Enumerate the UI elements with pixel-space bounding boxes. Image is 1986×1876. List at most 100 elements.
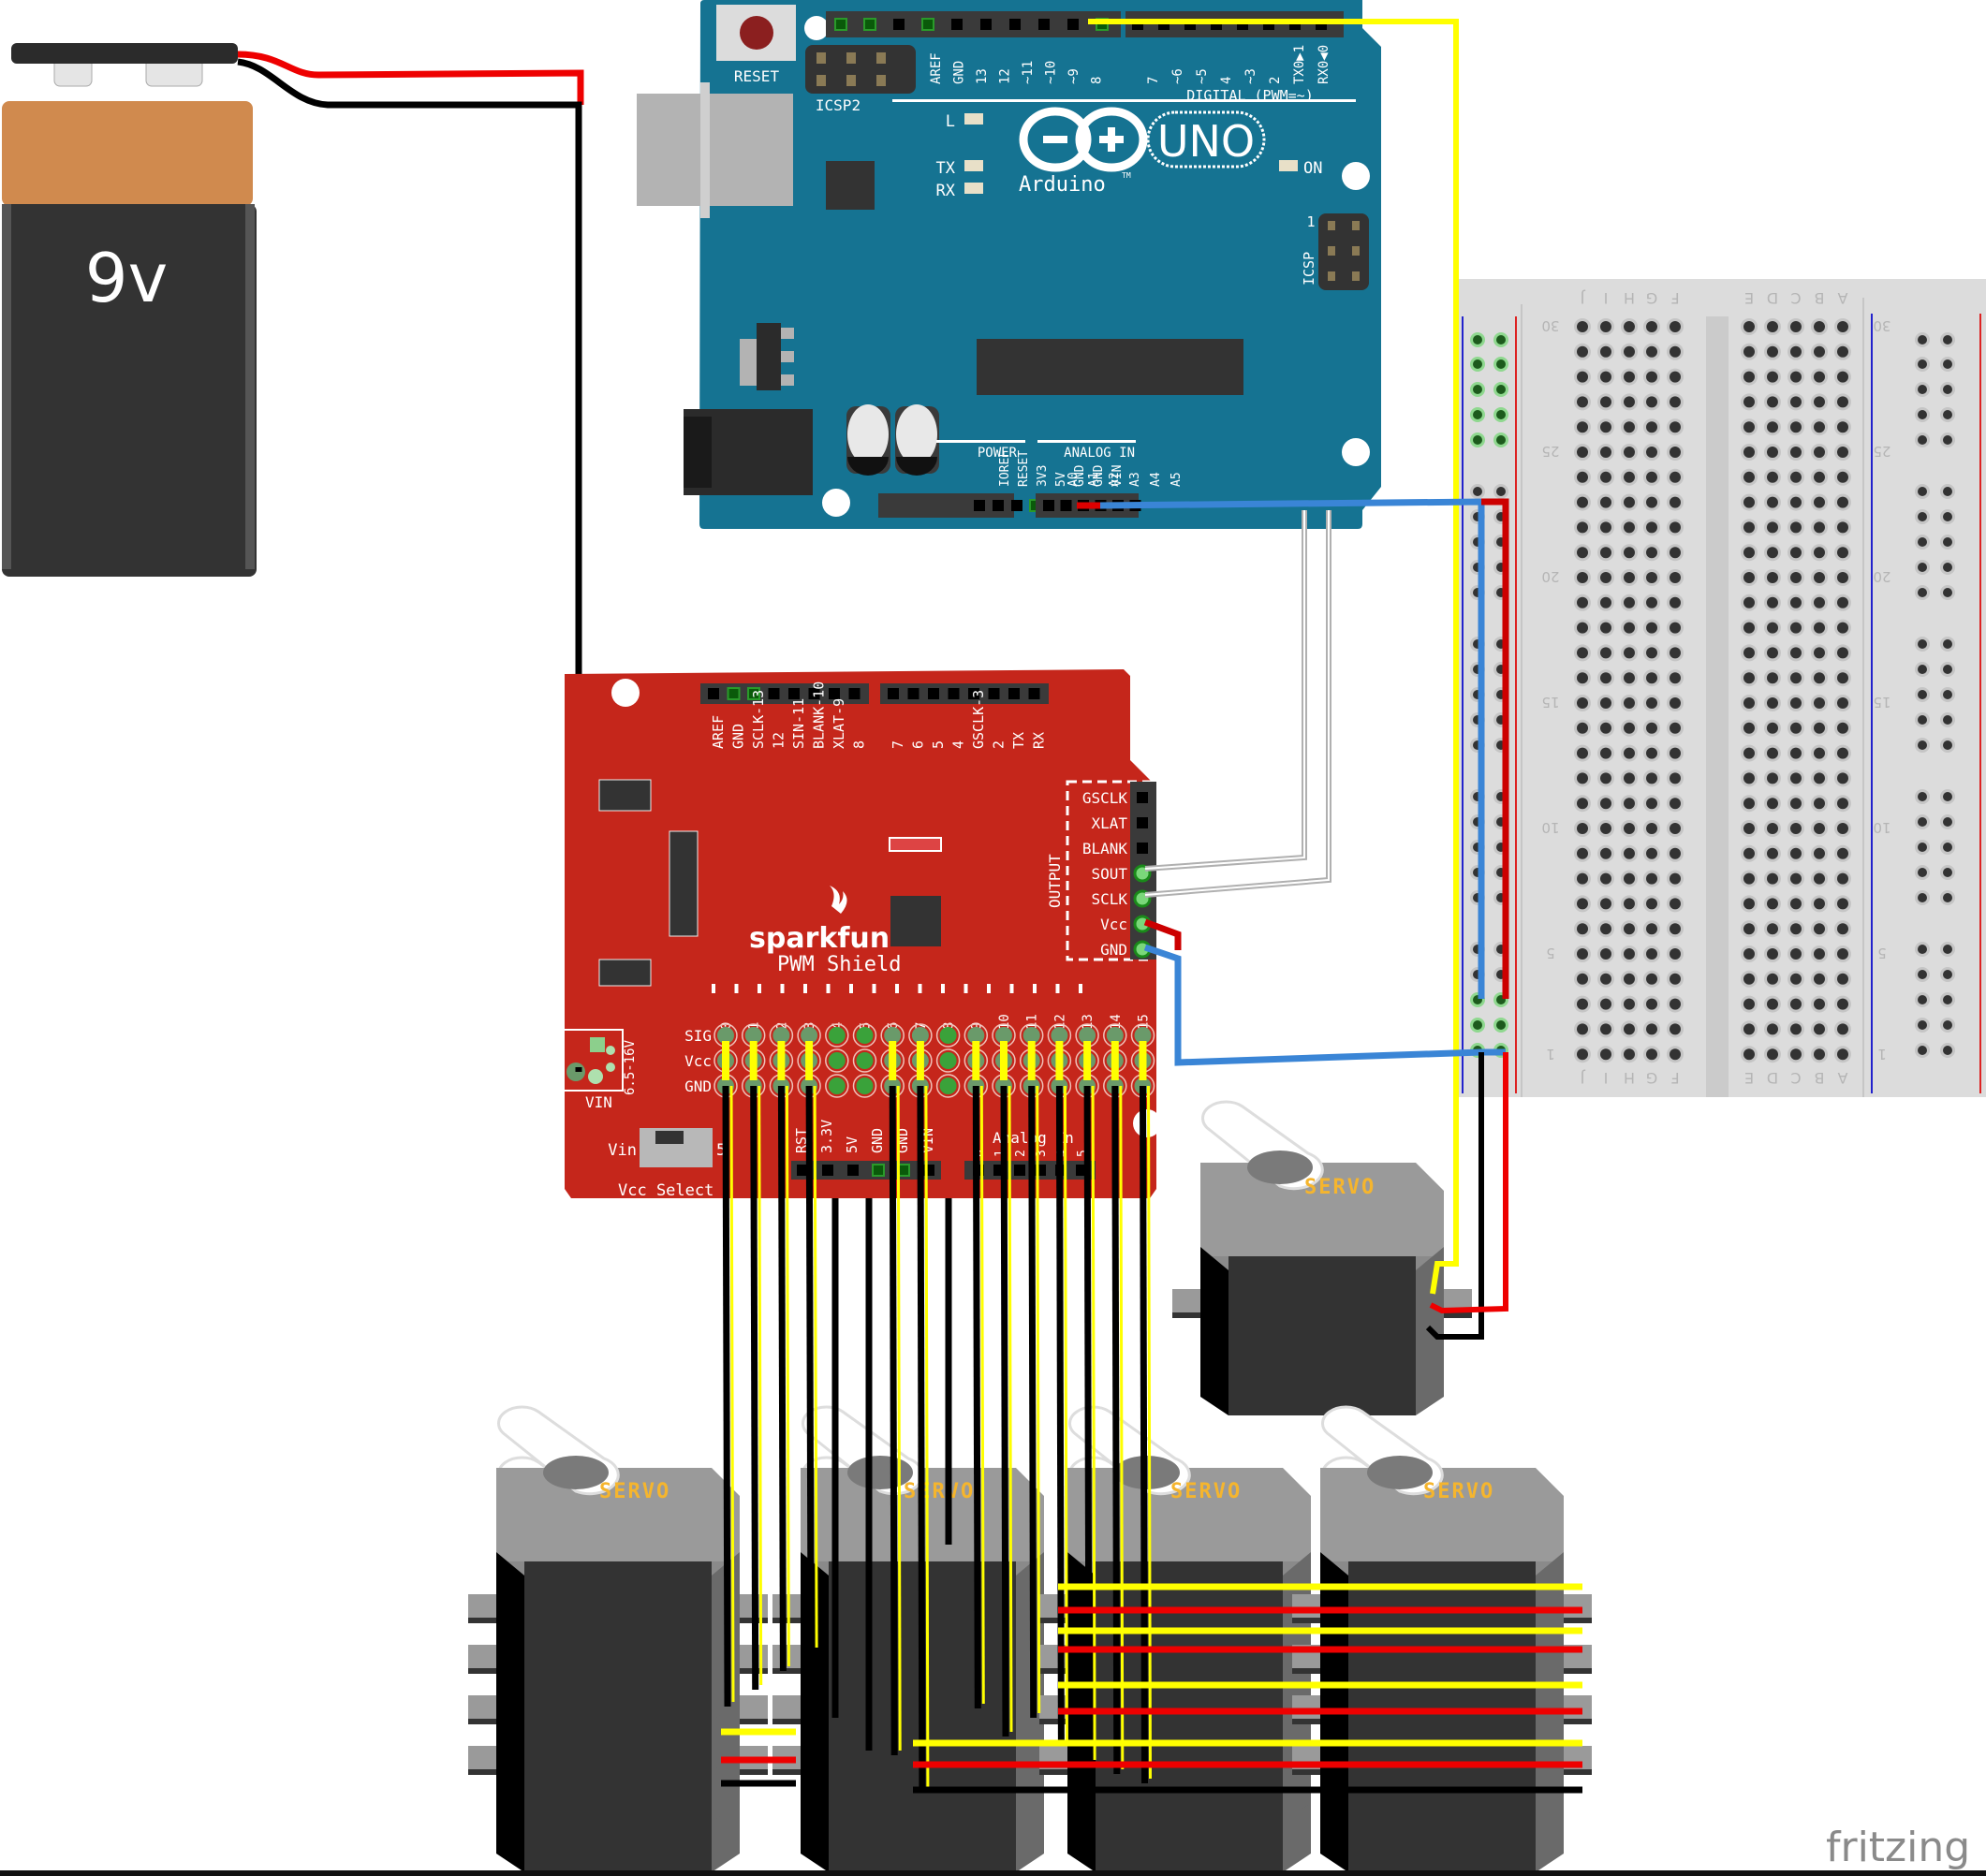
breadboard-hole[interactable] (1643, 569, 1660, 586)
breadboard-hole[interactable] (1741, 744, 1758, 762)
breadboard-hole[interactable] (1574, 995, 1591, 1013)
breadboard-hole[interactable] (1741, 569, 1758, 586)
breadboard-hole[interactable] (1574, 594, 1591, 611)
breadboard-hole[interactable] (1621, 719, 1638, 737)
breadboard-hole[interactable] (1834, 769, 1851, 787)
output-pin[interactable] (1137, 843, 1148, 854)
breadboard-hole[interactable] (1764, 318, 1781, 335)
channel-4-pin[interactable] (828, 1052, 846, 1069)
signal-wire[interactable] (1008, 1085, 1013, 1733)
wire-servo-gnd[interactable] (1425, 1052, 1484, 1340)
breadboard-hole[interactable] (1834, 519, 1851, 536)
breadboard-hole[interactable] (1787, 493, 1804, 511)
breadboard-hole[interactable] (1574, 368, 1591, 386)
breadboard-hole[interactable] (1764, 844, 1781, 862)
breadboard-hole[interactable] (1834, 569, 1851, 586)
breadboard-hole[interactable] (1643, 920, 1660, 938)
breadboard-hole[interactable] (1621, 820, 1638, 837)
breadboard-hole[interactable] (1834, 744, 1851, 762)
ground-wire[interactable] (972, 1085, 981, 1709)
breadboard-hole[interactable] (1764, 769, 1781, 787)
breadboard-hole[interactable] (1667, 970, 1684, 988)
breadboard-hole[interactable] (1764, 468, 1781, 486)
breadboard-hole[interactable] (1834, 820, 1851, 837)
breadboard-hole[interactable] (1597, 795, 1614, 813)
breadboard-hole[interactable] (1787, 895, 1804, 913)
breadboard-hole[interactable] (1621, 995, 1638, 1013)
breadboard-hole[interactable] (1597, 945, 1614, 962)
breadboard-hole[interactable] (1597, 970, 1614, 988)
breadboard-hole[interactable] (1787, 444, 1804, 461)
breadboard-hole[interactable] (1574, 619, 1591, 637)
breadboard-hole[interactable] (1741, 920, 1758, 938)
breadboard-hole[interactable] (1741, 343, 1758, 360)
breadboard-hole[interactable] (1667, 493, 1684, 511)
channel-8-pin[interactable] (939, 1052, 957, 1069)
breadboard-hole[interactable] (1787, 920, 1804, 938)
breadboard-hole[interactable] (1741, 970, 1758, 988)
digital-pin[interactable] (1067, 19, 1079, 30)
wire-shield-gnd[interactable] (1143, 944, 1506, 1066)
breadboard-hole[interactable] (1597, 870, 1614, 887)
breadboard-hole[interactable] (1787, 719, 1804, 737)
breadboard-hole[interactable] (1811, 393, 1828, 411)
breadboard-hole[interactable] (1667, 895, 1684, 913)
breadboard-hole[interactable] (1834, 594, 1851, 611)
breadboard-hole[interactable] (1597, 695, 1614, 711)
breadboard-hole[interactable] (1597, 820, 1614, 837)
breadboard-hole[interactable] (1621, 970, 1638, 988)
breadboard-hole[interactable] (1621, 318, 1638, 335)
breadboard-hole[interactable] (1787, 569, 1804, 586)
breadboard-hole[interactable] (1834, 870, 1851, 887)
breadboard-hole[interactable] (1667, 870, 1684, 887)
breadboard-hole[interactable] (1764, 795, 1781, 813)
breadboard-hole[interactable] (1787, 619, 1804, 637)
breadboard-hole[interactable] (1787, 769, 1804, 787)
channel-5-pin[interactable] (856, 1077, 874, 1094)
breadboard-hole[interactable] (1741, 844, 1758, 862)
breadboard-hole[interactable] (1574, 393, 1591, 411)
breadboard-hole[interactable] (1787, 368, 1804, 386)
breadboard-hole[interactable] (1621, 519, 1638, 536)
breadboard-hole[interactable] (1741, 493, 1758, 511)
breadboard-hole[interactable] (1574, 870, 1591, 887)
ground-wire[interactable] (1055, 1085, 1065, 1747)
shield-power-pin[interactable] (797, 1165, 808, 1176)
signal-wire[interactable] (924, 1085, 930, 1789)
breadboard-hole[interactable] (1597, 895, 1614, 913)
breadboard-hole[interactable] (1787, 744, 1804, 762)
breadboard-hole[interactable] (1834, 368, 1851, 386)
breadboard-hole[interactable] (1667, 393, 1684, 411)
breadboard-hole[interactable] (1764, 695, 1781, 711)
shield-power-pin[interactable] (822, 1165, 833, 1176)
breadboard-hole[interactable] (1643, 870, 1660, 887)
breadboard-hole[interactable] (1834, 493, 1851, 511)
breadboard-hole[interactable] (1834, 945, 1851, 962)
wire-servo-vcc[interactable] (1429, 1052, 1508, 1314)
breadboard-hole[interactable] (1764, 945, 1781, 962)
breadboard-hole[interactable] (1643, 945, 1660, 962)
ground-wire[interactable] (889, 1085, 898, 1756)
breadboard-hole[interactable] (1667, 769, 1684, 787)
breadboard-hole[interactable] (1643, 820, 1660, 837)
wire-signal-pin9[interactable] (1088, 19, 1459, 1295)
breadboard-hole[interactable] (1621, 669, 1638, 687)
breadboard-hole[interactable] (1741, 995, 1758, 1013)
breadboard-hole[interactable] (1811, 493, 1828, 511)
breadboard-hole[interactable] (1764, 644, 1781, 662)
breadboard-hole[interactable] (1787, 945, 1804, 962)
breadboard-hole[interactable] (1574, 695, 1591, 711)
breadboard-hole[interactable] (1834, 795, 1851, 813)
breadboard-hole[interactable] (1574, 795, 1591, 813)
breadboard-hole[interactable] (1764, 719, 1781, 737)
breadboard-hole[interactable] (1574, 719, 1591, 737)
breadboard-hole[interactable] (1787, 820, 1804, 837)
breadboard-hole[interactable] (1597, 493, 1614, 511)
shield-header-pin[interactable] (1028, 688, 1040, 699)
breadboard-hole[interactable] (1574, 669, 1591, 687)
breadboard-hole[interactable] (1667, 744, 1684, 762)
breadboard-hole[interactable] (1643, 769, 1660, 787)
ground-wire[interactable] (722, 1085, 731, 1707)
signal-wire[interactable] (979, 1085, 985, 1705)
breadboard-hole[interactable] (1834, 444, 1851, 461)
